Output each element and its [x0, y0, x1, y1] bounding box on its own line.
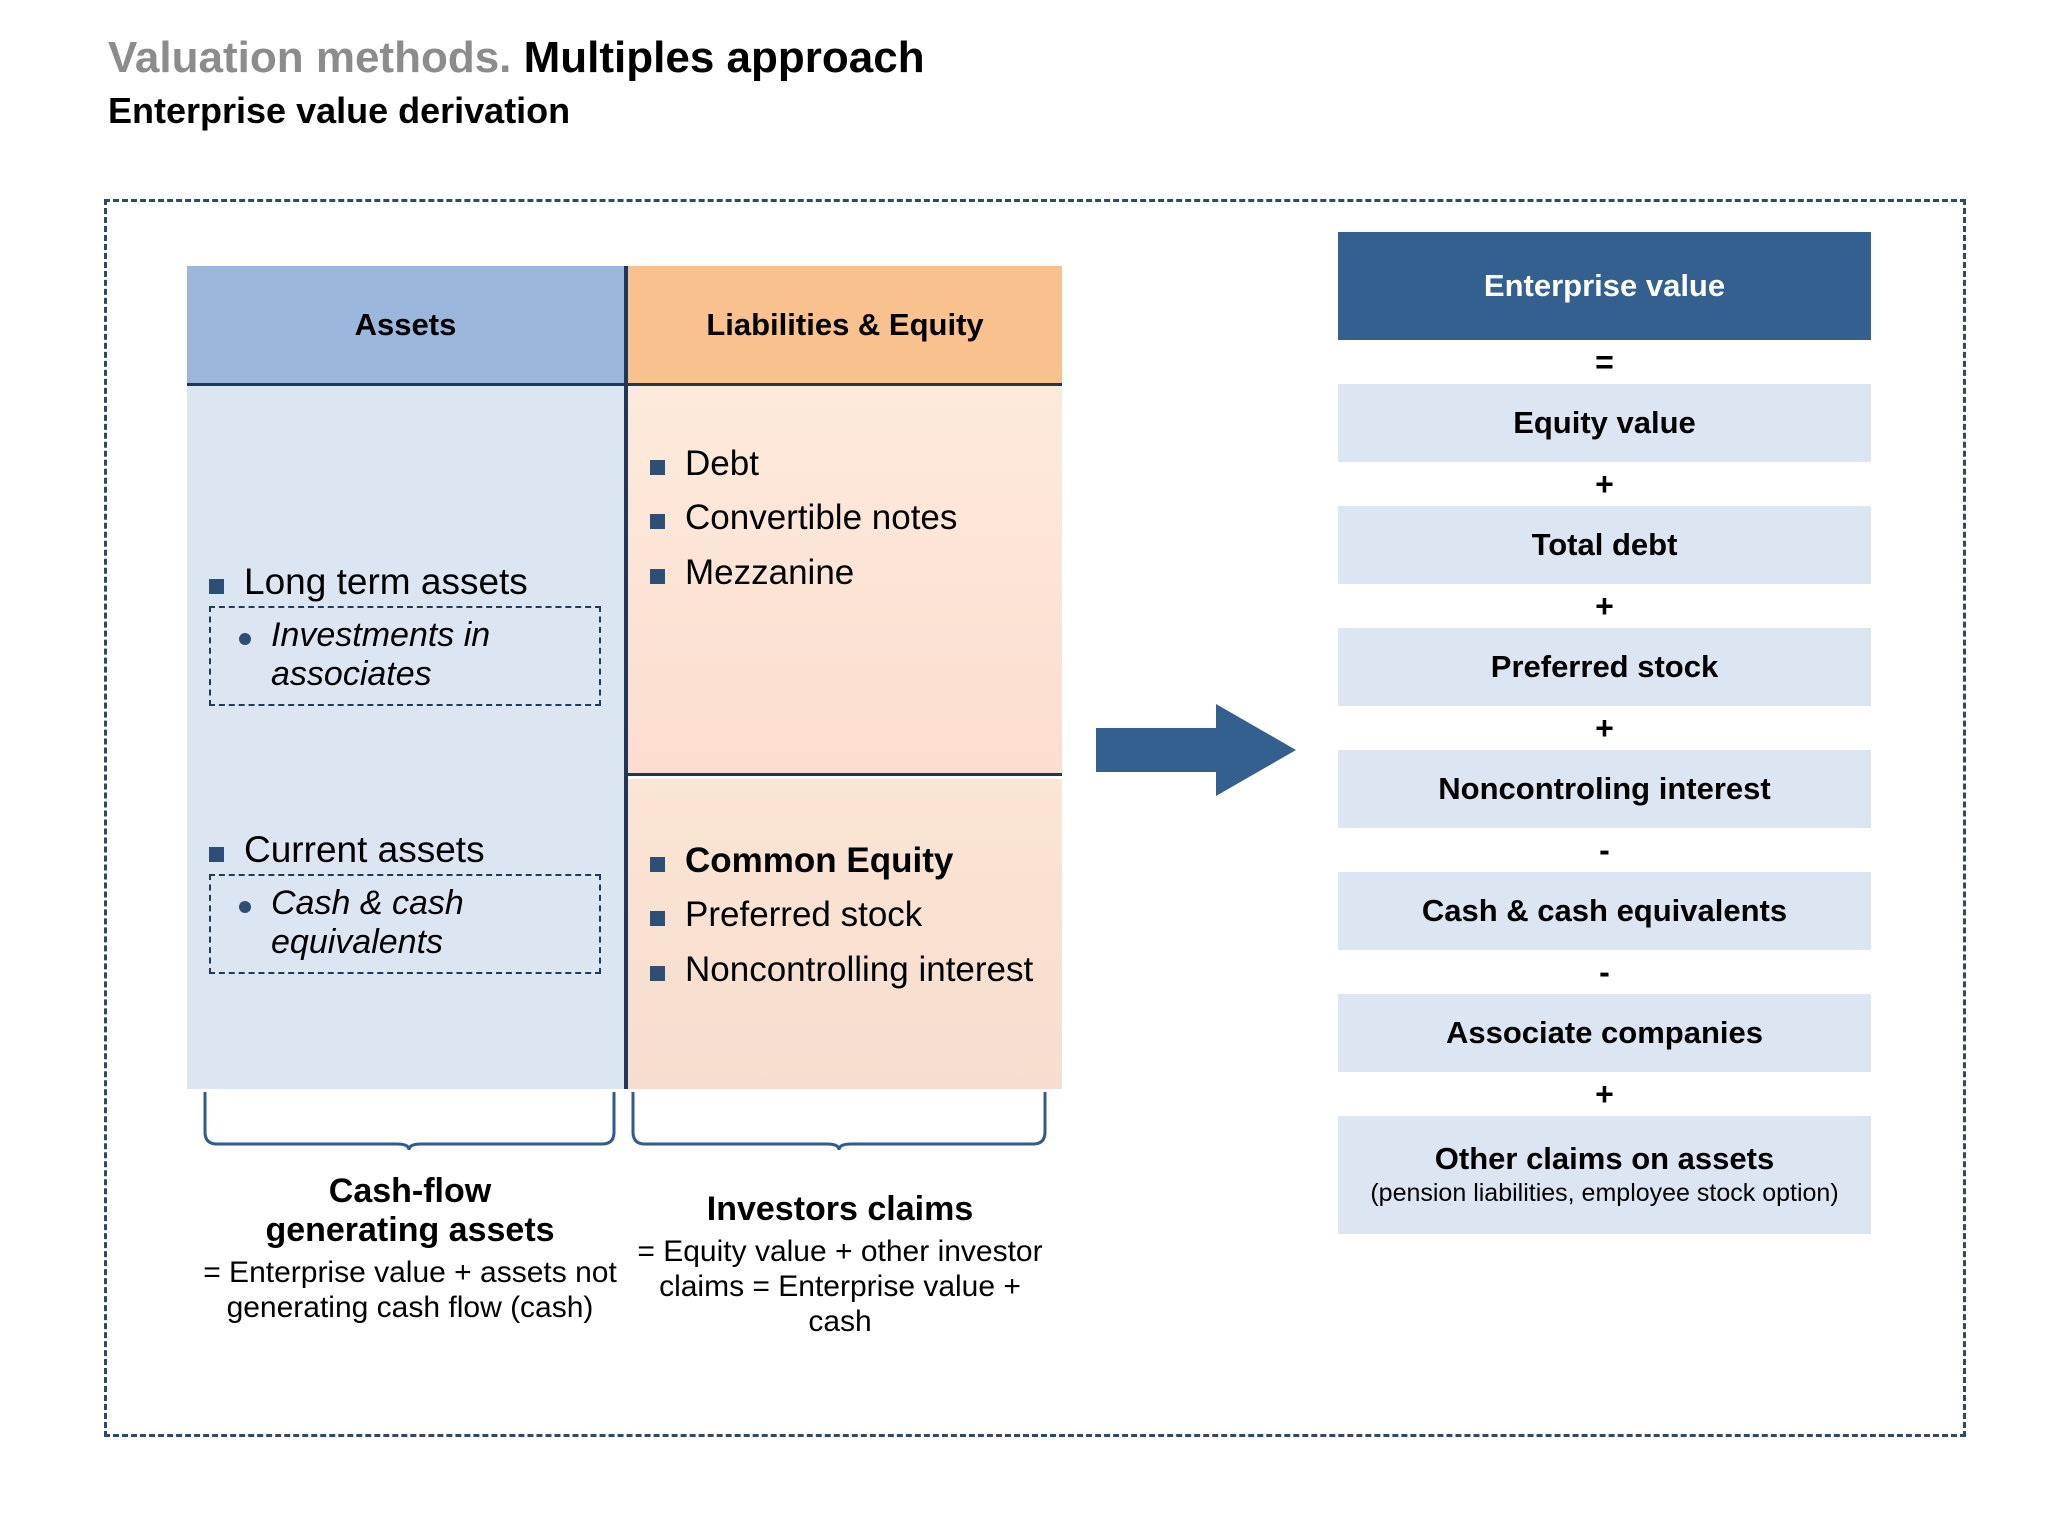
assets-body: Long term assets Investments in associat… — [187, 386, 624, 1089]
asset-group-label: Current assets — [209, 829, 601, 870]
list-item: Preferred stock — [650, 895, 1048, 935]
dot-bullet-icon — [239, 901, 251, 914]
curly-brace-icon-left — [203, 1092, 616, 1150]
ev-box-label: Other claims on assets — [1434, 1141, 1775, 1177]
right-arrow-icon — [1096, 700, 1296, 800]
ev-box-cash-and-cash-equivalents: Cash & cash equivalents — [1338, 872, 1871, 950]
caption-title-line1: Cash-flow — [328, 1172, 492, 1210]
ev-box-preferred-stock: Preferred stock — [1338, 628, 1871, 706]
page-title: Valuation methods. Multiples approach — [108, 34, 925, 82]
ev-operator: = — [1595, 344, 1614, 380]
ev-operator: + — [1595, 588, 1614, 624]
ev-operator: - — [1599, 954, 1610, 990]
ev-box-label: Preferred stock — [1490, 648, 1719, 684]
square-bullet-icon — [650, 965, 665, 981]
curly-brace-icon-right — [631, 1092, 1047, 1150]
list-item-label: Preferred stock — [685, 895, 923, 935]
square-bullet-icon — [209, 847, 224, 862]
list-item-label: Debt — [685, 444, 759, 483]
ev-box-enterprise-value: Enterprise value — [1338, 232, 1871, 340]
ev-operator: - — [1599, 832, 1610, 868]
ev-box-equity-value: Equity value — [1338, 384, 1871, 462]
square-bullet-icon — [650, 514, 665, 530]
list-item: Common Equity — [650, 841, 1048, 881]
square-bullet-icon — [650, 568, 665, 584]
assets-header: Assets — [187, 266, 624, 386]
assets-column: Assets Long term assets Investments in a… — [187, 266, 624, 1089]
ev-box-label: Enterprise value — [1483, 267, 1726, 303]
title-block: Valuation methods. Multiples approach En… — [108, 34, 925, 132]
asset-group-long-term: Long term assets Investments in associat… — [209, 561, 601, 706]
dot-bullet-icon — [239, 633, 251, 646]
square-bullet-icon — [209, 579, 224, 594]
liabilities-column: Liabilities & Equity Debt Convertible no… — [624, 266, 1062, 1089]
asset-group-current: Current assets Cash & cash equivalents — [209, 829, 601, 974]
asset-subitem: Investments in associates — [239, 616, 585, 694]
square-bullet-icon — [650, 911, 665, 927]
ev-box-label: Cash & cash equivalents — [1421, 892, 1788, 928]
asset-label-text: Long term assets — [244, 561, 528, 602]
title-lead: Valuation methods. — [108, 33, 512, 82]
caption-title: Cash-flow generating assets — [200, 1172, 620, 1250]
asset-subitem-text: Cash & cash equivalents — [271, 884, 464, 962]
caption-cash-flow-generating-assets: Cash-flow generating assets = Enterprise… — [200, 1172, 620, 1325]
title-emphasis: Multiples approach — [523, 33, 925, 82]
liabilities-header: Liabilities & Equity — [628, 266, 1062, 386]
list-item-label: Common Equity — [685, 841, 954, 880]
debt-item-list: Debt Convertible notes Mezzanine — [650, 444, 1048, 607]
ev-box-associate-companies: Associate companies — [1338, 994, 1871, 1072]
caption-title: Investors claims — [706, 1190, 974, 1228]
liabilities-equity-section: Common Equity Preferred stock Noncontrol… — [628, 779, 1062, 1089]
asset-subitem: Cash & cash equivalents — [239, 884, 585, 962]
ev-box-label: Noncontroling interest — [1438, 770, 1771, 806]
enterprise-value-stack: Enterprise value = Equity value + Total … — [1338, 232, 1871, 1234]
list-item: Debt — [650, 444, 1048, 484]
list-item-label: Convertible notes — [685, 498, 958, 538]
ev-box-label: Total debt — [1531, 526, 1678, 562]
list-item: Noncontrolling interest — [650, 950, 1048, 990]
caption-subtext: = Equity value + other investor claims =… — [637, 1234, 1043, 1338]
ev-box-label: Associate companies — [1445, 1014, 1764, 1050]
ev-box-sublabel: (pension liabilities, employee stock opt… — [1370, 1178, 1839, 1207]
list-item: Mezzanine — [650, 553, 1048, 593]
liabilities-debt-section: Debt Convertible notes Mezzanine — [628, 386, 1062, 776]
asset-label-text: Current assets — [244, 829, 485, 870]
balance-sheet-table: Assets Long term assets Investments in a… — [187, 266, 1062, 1089]
list-item-label: Mezzanine — [685, 552, 855, 592]
caption-subtext: = Enterprise value + assets not generati… — [203, 1255, 617, 1324]
caption-investors-claims: Investors claims = Equity value + other … — [630, 1190, 1050, 1339]
page-subtitle: Enterprise value derivation — [108, 89, 571, 131]
caption-title-line2: generating assets — [265, 1210, 555, 1249]
asset-group-label: Long term assets — [209, 561, 601, 602]
asset-subitem-box: Investments in associates — [209, 606, 601, 706]
square-bullet-icon — [650, 460, 665, 475]
ev-box-noncontroling-interest: Noncontroling interest — [1338, 750, 1871, 828]
ev-box-label: Equity value — [1513, 404, 1696, 440]
asset-subitem-box: Cash & cash equivalents — [209, 874, 601, 974]
equity-item-list: Common Equity Preferred stock Noncontrol… — [650, 841, 1048, 1004]
asset-subitem-text: Investments in associates — [271, 616, 491, 694]
ev-operator: + — [1595, 710, 1614, 746]
ev-box-total-debt: Total debt — [1338, 506, 1871, 584]
ev-operator: + — [1595, 1076, 1614, 1112]
list-item: Convertible notes — [650, 498, 1048, 538]
list-item-label: Noncontrolling interest — [685, 949, 1034, 989]
diagram-frame — [104, 199, 1966, 1437]
square-bullet-icon — [650, 857, 665, 872]
ev-operator: + — [1595, 466, 1614, 502]
ev-box-other-claims-on-assets: Other claims on assets (pension liabilit… — [1338, 1116, 1871, 1234]
